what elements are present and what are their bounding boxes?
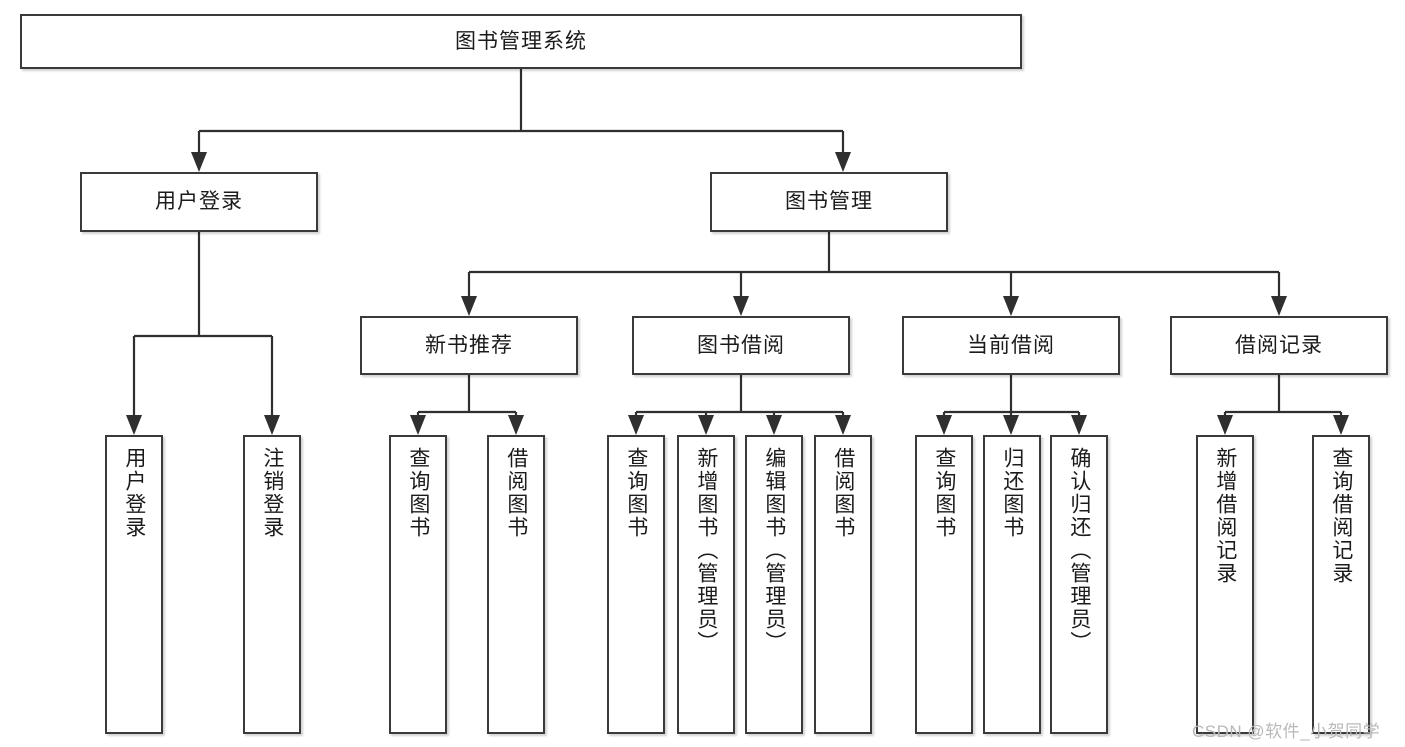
- leaf-query-book-borrow[interactable]: 查询图书: [607, 435, 665, 734]
- leaf-borrow-book-newbook[interactable]: 借阅图书: [487, 435, 545, 734]
- leaf-borrow-book-newbook-label: 借阅图书: [504, 447, 528, 539]
- leaf-borrow-book-label: 借阅图书: [831, 447, 855, 539]
- arrowheads-login-to-leaves: [126, 415, 280, 435]
- leaf-query-borrow-record-label: 查询借阅记录: [1329, 447, 1353, 585]
- leaf-edit-book-admin[interactable]: 编辑图书（管理员）: [745, 435, 803, 734]
- node-book-management[interactable]: 图书管理: [710, 172, 948, 232]
- edges-record-to-leaves: [1223, 375, 1343, 419]
- leaf-add-borrow-record-label: 新增借阅记录: [1213, 447, 1237, 585]
- arrowheads-books-to-level3: [461, 296, 1287, 316]
- node-root[interactable]: 图书管理系统: [20, 14, 1022, 69]
- leaf-query-book-borrow-label: 查询图书: [624, 447, 648, 539]
- node-root-label: 图书管理系统: [455, 29, 587, 53]
- leaf-user-login-label: 用户登录: [122, 447, 146, 539]
- arrowheads-borrow-to-leaves: [628, 415, 851, 435]
- leaf-user-login[interactable]: 用户登录: [105, 435, 163, 734]
- leaf-query-book-current[interactable]: 查询图书: [915, 435, 973, 734]
- node-book-borrow-label: 图书借阅: [697, 333, 785, 357]
- leaf-add-borrow-record[interactable]: 新增借阅记录: [1196, 435, 1254, 734]
- leaf-logout-label: 注销登录: [260, 447, 284, 539]
- leaf-query-book-current-label: 查询图书: [932, 447, 956, 539]
- arrowheads-newbook-to-leaves: [410, 415, 524, 435]
- leaf-query-book-newbook[interactable]: 查询图书: [389, 435, 447, 734]
- leaf-query-borrow-record[interactable]: 查询借阅记录: [1312, 435, 1370, 734]
- arrowheads-root-to-level2: [191, 152, 851, 172]
- edges-books-to-level3: [467, 232, 1281, 300]
- edges-login-to-leaves: [132, 232, 274, 419]
- node-book-borrow[interactable]: 图书借阅: [632, 316, 850, 375]
- leaf-logout[interactable]: 注销登录: [243, 435, 301, 734]
- leaf-edit-book-admin-label: 编辑图书（管理员）: [762, 447, 786, 654]
- node-new-book-recommend[interactable]: 新书推荐: [360, 316, 578, 375]
- leaf-query-book-newbook-label: 查询图书: [406, 447, 430, 539]
- node-user-login-label: 用户登录: [155, 190, 243, 214]
- node-book-management-label: 图书管理: [785, 190, 873, 214]
- node-new-book-recommend-label: 新书推荐: [425, 333, 513, 357]
- edges-root-to-level2: [197, 69, 845, 157]
- node-borrow-record[interactable]: 借阅记录: [1170, 316, 1388, 375]
- arrowheads-record-to-leaves: [1217, 415, 1349, 435]
- leaf-borrow-book[interactable]: 借阅图书: [814, 435, 872, 734]
- node-user-login[interactable]: 用户登录: [80, 172, 318, 232]
- leaf-return-book[interactable]: 归还图书: [983, 435, 1041, 734]
- edges-current-to-leaves: [942, 375, 1081, 419]
- edges-borrow-to-leaves: [634, 375, 845, 419]
- leaf-confirm-return-admin-label: 确认归还（管理员）: [1067, 447, 1091, 654]
- arrowheads-current-to-leaves: [936, 415, 1087, 435]
- node-current-borrow[interactable]: 当前借阅: [902, 316, 1120, 375]
- edges-newbook-to-leaves: [416, 375, 518, 419]
- node-current-borrow-label: 当前借阅: [967, 333, 1055, 357]
- leaf-add-book-admin-label: 新增图书（管理员）: [694, 447, 718, 654]
- leaf-confirm-return-admin[interactable]: 确认归还（管理员）: [1050, 435, 1108, 734]
- node-borrow-record-label: 借阅记录: [1235, 333, 1323, 357]
- leaf-add-book-admin[interactable]: 新增图书（管理员）: [677, 435, 735, 734]
- leaf-return-book-label: 归还图书: [1000, 447, 1024, 539]
- watermark: CSDN @软件_小贺同学: [1192, 722, 1381, 741]
